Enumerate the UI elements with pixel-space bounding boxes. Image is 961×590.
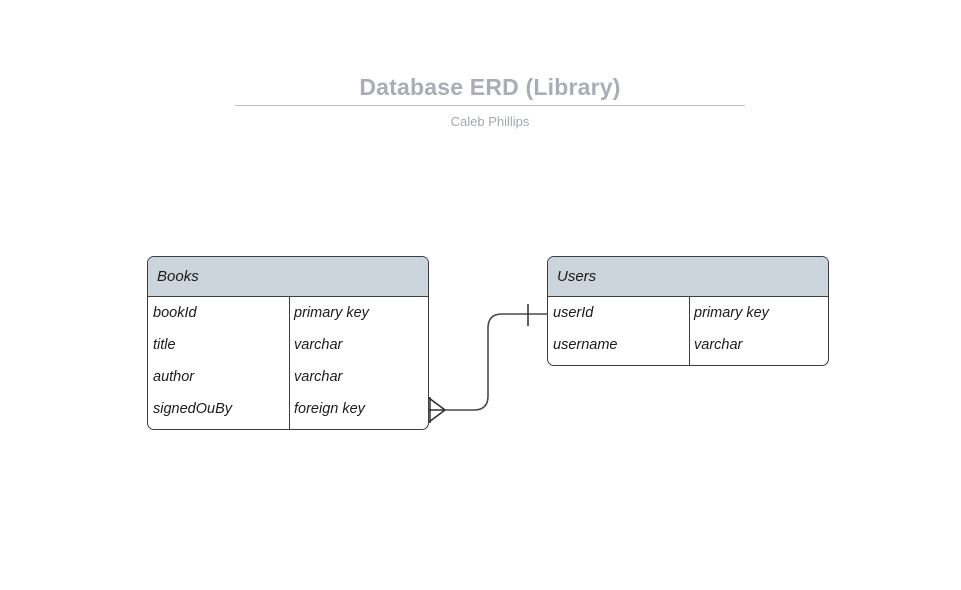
entity-header-users: Users <box>548 257 828 297</box>
table-row[interactable]: signedOuBy foreign key <box>148 393 428 425</box>
relationship-books-users[interactable] <box>428 304 548 423</box>
column-divider <box>289 297 291 429</box>
attribute-type: primary key <box>694 305 769 321</box>
attribute-type: varchar <box>294 369 343 385</box>
entity-table-users[interactable]: Users userId primary key username varcha… <box>547 256 829 366</box>
entity-body-books: bookId primary key title varchar author … <box>148 297 428 429</box>
attribute-type: varchar <box>294 337 343 353</box>
table-row[interactable]: bookId primary key <box>148 297 428 329</box>
attribute-type: primary key <box>294 305 369 321</box>
entity-table-books[interactable]: Books bookId primary key title varchar a… <box>147 256 429 430</box>
entity-header-books: Books <box>148 257 428 297</box>
entity-title-users: Users <box>557 268 597 285</box>
attribute-name: author <box>153 369 195 385</box>
attribute-name: username <box>553 337 618 353</box>
table-row[interactable]: username varchar <box>548 329 828 361</box>
column-divider <box>689 297 691 365</box>
attribute-type: foreign key <box>294 401 365 417</box>
attribute-type: varchar <box>694 337 743 353</box>
crows-foot-icon <box>428 397 446 423</box>
attribute-name: signedOuBy <box>153 401 232 417</box>
entity-title-books: Books <box>157 268 199 285</box>
page-subtitle: Caleb Phillips <box>450 114 530 129</box>
entity-body-users: userId primary key username varchar <box>548 297 828 365</box>
table-row[interactable]: author varchar <box>148 361 428 393</box>
table-row[interactable]: userId primary key <box>548 297 828 329</box>
page-title: Database ERD (Library) <box>359 74 621 100</box>
table-row[interactable]: title varchar <box>148 329 428 361</box>
attribute-name: userId <box>553 305 594 321</box>
attribute-name: bookId <box>153 305 197 321</box>
title-divider <box>235 105 745 106</box>
attribute-name: title <box>153 337 176 353</box>
relationship-line <box>445 313 548 411</box>
